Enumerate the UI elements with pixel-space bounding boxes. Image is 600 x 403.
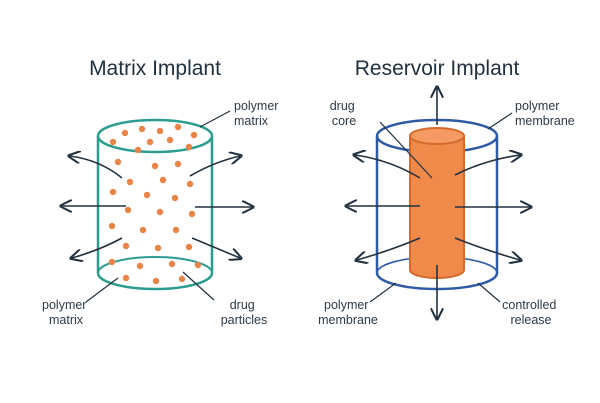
drug-particles xyxy=(108,123,202,285)
drug-core-top xyxy=(409,127,465,145)
drug-particle xyxy=(109,138,117,146)
reservoir-label-drug-core: drug core xyxy=(330,99,433,179)
release-arrow-right-upper xyxy=(454,155,520,176)
release-arrow-right-upper xyxy=(189,156,240,177)
release-arrow-left-lower xyxy=(72,237,123,258)
label-line: particles xyxy=(221,313,268,327)
label-line: polymer xyxy=(324,298,368,312)
drug-particle xyxy=(126,178,134,186)
release-arrow-right-lower xyxy=(454,237,520,260)
matrix-cylinder-sides xyxy=(96,136,214,273)
drug-particle xyxy=(171,194,179,202)
release-arrow-left-lower xyxy=(357,237,421,260)
drug-particle xyxy=(139,226,147,234)
matrix-cylinder-top xyxy=(96,118,214,154)
matrix-implant-panel: Matrix Implant xyxy=(42,57,282,327)
svg-text:polymer membrane: polymer membrane xyxy=(515,99,575,128)
label-line: core xyxy=(332,114,356,128)
svg-text:controlled release: controlled release xyxy=(502,298,560,327)
matrix-label-polymer-matrix-top: polymer matrix xyxy=(199,99,282,128)
drug-particle xyxy=(190,131,198,139)
svg-text:polymer matrix: polymer matrix xyxy=(234,99,282,128)
label-line: matrix xyxy=(234,114,269,128)
drug-particle xyxy=(166,136,174,144)
svg-text:polymer membrane: polymer membrane xyxy=(318,298,378,327)
release-arrow-right-lower xyxy=(191,237,240,258)
matrix-label-drug-particles: drug particles xyxy=(182,271,268,327)
matrix-cylinder-bottom-front xyxy=(96,272,214,291)
leader-line xyxy=(477,282,501,303)
drug-particle xyxy=(194,261,202,269)
label-line: polymer xyxy=(42,298,86,312)
drug-particle xyxy=(152,277,160,285)
reservoir-label-polymer-membrane-bottom: polymer membrane xyxy=(318,282,397,327)
release-arrow-left-upper xyxy=(70,156,123,179)
label-line: polymer xyxy=(515,99,559,113)
release-arrow-left-upper xyxy=(355,155,421,179)
leader-line xyxy=(199,110,231,128)
leader-line xyxy=(85,277,119,303)
drug-particle xyxy=(122,242,130,250)
drug-particle xyxy=(186,180,194,188)
reservoir-implant-panel: Reservoir Implant xyxy=(318,57,575,327)
drug-particle xyxy=(138,125,146,133)
leader-line xyxy=(182,271,215,301)
label-line: membrane xyxy=(515,114,575,128)
drug-particle xyxy=(178,275,186,283)
drug-particle xyxy=(143,191,151,199)
matrix-implant-title: Matrix Implant xyxy=(89,57,221,80)
drug-particle xyxy=(151,162,159,170)
drug-particle xyxy=(114,158,122,166)
drug-particle xyxy=(159,176,167,184)
drug-particle xyxy=(122,274,130,282)
reservoir-label-controlled-release: controlled release xyxy=(477,282,560,327)
matrix-release-arrows xyxy=(62,156,252,258)
drug-particle xyxy=(108,222,116,230)
drug-particle xyxy=(108,258,116,266)
drug-particle xyxy=(124,206,132,214)
drug-particle xyxy=(109,188,117,196)
matrix-cylinder xyxy=(96,118,214,291)
drug-particle xyxy=(136,262,144,270)
leader-line xyxy=(379,121,433,179)
drug-particle xyxy=(174,123,182,131)
svg-text:drug core: drug core xyxy=(330,99,359,128)
label-line: polymer xyxy=(234,99,278,113)
reservoir-release-arrows xyxy=(347,88,530,318)
leader-line xyxy=(369,282,397,303)
drug-particle xyxy=(185,243,193,251)
drug-particle xyxy=(185,143,193,151)
label-line: matrix xyxy=(49,313,84,327)
drug-particle xyxy=(172,226,180,234)
svg-text:polymer matrix: polymer matrix xyxy=(42,298,90,327)
label-line: controlled xyxy=(502,298,556,312)
drug-particle xyxy=(146,138,154,146)
leader-line xyxy=(487,112,513,130)
reservoir-label-polymer-membrane-top: polymer membrane xyxy=(487,99,575,130)
drug-particle xyxy=(168,260,176,268)
drug-particle xyxy=(174,160,182,168)
drug-particle xyxy=(188,210,196,218)
matrix-cylinder-bottom-back xyxy=(97,256,213,274)
drug-particle xyxy=(156,208,164,216)
label-line: drug xyxy=(330,99,355,113)
label-line: drug xyxy=(230,298,255,312)
drug-particle xyxy=(154,244,162,252)
drug-particle xyxy=(121,129,129,137)
label-line: membrane xyxy=(318,313,378,327)
drug-core-body xyxy=(409,135,465,279)
drug-particle xyxy=(134,146,142,154)
matrix-label-polymer-matrix-bottom: polymer matrix xyxy=(42,277,119,327)
svg-text:drug particles: drug particles xyxy=(221,298,268,327)
drug-particle xyxy=(156,127,164,135)
label-line: release xyxy=(511,313,552,327)
drug-core xyxy=(409,127,465,279)
reservoir-implant-title: Reservoir Implant xyxy=(355,57,520,80)
